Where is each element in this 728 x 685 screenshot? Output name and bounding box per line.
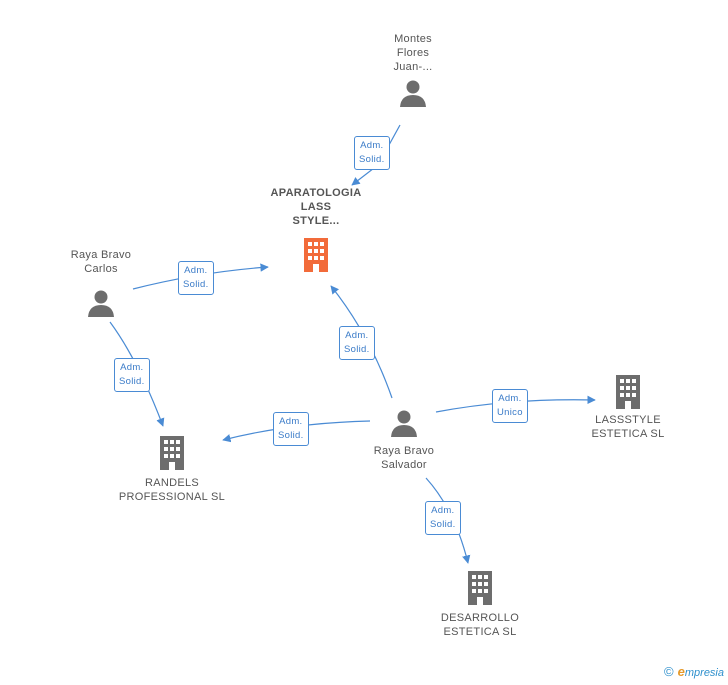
node-label: Raya Bravo Carlos (70, 249, 132, 275)
edge-label-carlos-randels[interactable]: Adm. Solid. (114, 358, 150, 392)
edge-label-carlos-aparatologia[interactable]: Adm. Solid. (178, 261, 214, 295)
node-raya-salvador[interactable]: Raya Bravo Salvador (358, 408, 450, 472)
node-montes-flores[interactable]: Montes Flores Juan-... (371, 32, 455, 108)
node-label: APARATOLOGIA LASS STYLE... (270, 187, 362, 227)
edge-label-montes-aparatologia[interactable]: Adm. Solid. (354, 136, 390, 170)
building-icon (468, 571, 492, 605)
edge-label-salvador-aparatologia[interactable]: Adm. Solid. (339, 326, 375, 360)
edge-label-salvador-lassstyle[interactable]: Adm. Unico (492, 389, 528, 423)
node-aparatologia[interactable]: APARATOLOGIA LASS STYLE... (256, 186, 376, 272)
edge-label-salvador-desarrollo[interactable]: Adm. Solid. (425, 501, 461, 535)
building-icon (616, 375, 640, 409)
person-icon (88, 290, 114, 317)
node-label: LASSSTYLE ESTETICA SL (591, 414, 665, 440)
node-label: Raya Bravo Salvador (373, 445, 435, 471)
node-randels[interactable]: RANDELS PROFESSIONAL SL (110, 436, 234, 504)
copyright-icon: © (664, 664, 674, 679)
person-icon (391, 410, 417, 437)
node-label: DESARROLLO ESTETICA SL (440, 612, 520, 638)
node-label: Montes Flores Juan-... (393, 33, 433, 73)
node-raya-carlos[interactable]: Raya Bravo Carlos (55, 248, 147, 318)
brand-name: mpresia (684, 667, 724, 679)
node-lassstyle[interactable]: LASSSTYLE ESTETICA SL (575, 375, 681, 441)
building-icon (304, 238, 328, 272)
brand-footer[interactable]: ©empresia (664, 664, 724, 679)
brand-initial: e (677, 664, 685, 679)
node-label: RANDELS PROFESSIONAL SL (118, 477, 226, 503)
building-icon (160, 436, 184, 470)
person-icon (400, 80, 426, 107)
edge-label-salvador-randels[interactable]: Adm. Solid. (273, 412, 309, 446)
node-desarrollo[interactable]: DESARROLLO ESTETICA SL (425, 571, 535, 639)
